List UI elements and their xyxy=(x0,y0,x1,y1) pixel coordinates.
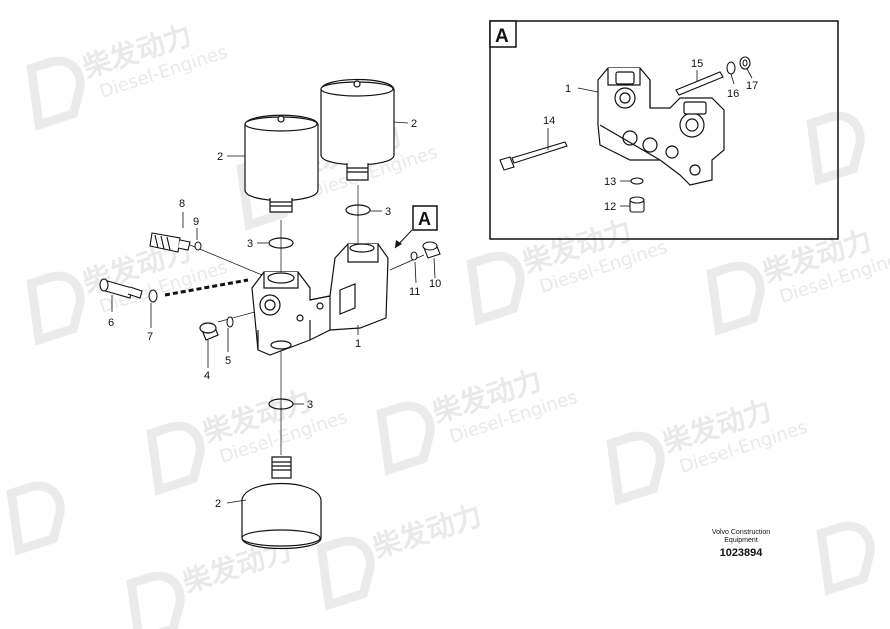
callout-1: 1 xyxy=(355,338,361,350)
washer-9 xyxy=(194,241,202,251)
callout-detail-14: 14 xyxy=(543,115,555,127)
valve-block xyxy=(251,243,389,356)
o-ring-top xyxy=(345,204,371,216)
washer-7 xyxy=(148,289,158,303)
accumulator-bottom xyxy=(241,456,322,550)
detail-washer xyxy=(726,61,736,75)
callout-2-bottom: 2 xyxy=(215,498,221,510)
detail-frame xyxy=(489,20,839,240)
callout-detail-1: 1 xyxy=(565,83,571,95)
watermark-logo xyxy=(806,111,865,186)
accumulator-top-left xyxy=(244,114,319,213)
callout-10: 10 xyxy=(429,278,441,290)
watermark-logo: 柴发动力 Diesel-Engines xyxy=(26,18,230,131)
callout-detail-13: 13 xyxy=(604,176,616,188)
watermark-logo: 柴发动力 Diesel-Engines xyxy=(376,363,580,476)
detail-leaders xyxy=(547,68,753,207)
detail-label-box xyxy=(489,20,517,48)
port-plug xyxy=(199,322,219,341)
detail-pin xyxy=(675,71,724,96)
callout-11: 11 xyxy=(409,286,420,298)
watermark-logo xyxy=(6,481,65,556)
brand-line-2: Equipment xyxy=(724,537,758,544)
watermark-logo: 柴发动力 xyxy=(316,498,486,611)
callout-2-top-right: 2 xyxy=(411,118,417,130)
pressure-sensor xyxy=(99,278,143,299)
detail-bolt xyxy=(499,141,568,171)
detail-washer-13 xyxy=(630,177,644,185)
main-view: A 2 2 2 3 3 3 1 8 9 6 7 xyxy=(99,78,441,550)
washer-5 xyxy=(226,316,234,328)
watermark-logo: 柴发动力 Diesel-Engines xyxy=(706,223,890,336)
brand-line-1: Volvo Construction xyxy=(712,529,770,536)
view-label: A xyxy=(418,209,431,229)
watermark-logo: 柴发动力 Diesel-Engines xyxy=(146,383,350,496)
callout-5: 5 xyxy=(225,355,231,367)
watermark-logo xyxy=(816,521,875,596)
detail-nut xyxy=(739,56,751,70)
o-ring-left xyxy=(268,237,294,249)
callout-3-left: 3 xyxy=(247,238,253,250)
watermark-cn: 柴发动力 xyxy=(369,498,486,564)
sensor-cable xyxy=(164,278,249,297)
detail-valve-block xyxy=(597,67,725,186)
callout-7: 7 xyxy=(147,331,153,343)
temperature-sensor xyxy=(149,232,191,253)
callout-8: 8 xyxy=(179,198,185,210)
callout-4: 4 xyxy=(204,370,210,382)
accumulator-top-right xyxy=(320,78,395,181)
callout-detail-12: 12 xyxy=(604,201,616,213)
callout-detail-17: 17 xyxy=(746,80,758,92)
footer: Volvo Construction Equipment 1023894 xyxy=(712,529,770,559)
callout-3-bottom: 3 xyxy=(307,399,313,411)
callout-9: 9 xyxy=(193,216,199,228)
callout-detail-16: 16 xyxy=(727,88,739,100)
plug-10 xyxy=(422,241,441,259)
drawing-number: 1023894 xyxy=(720,547,764,559)
callout-6: 6 xyxy=(108,317,114,329)
detail-view-a: A xyxy=(489,20,839,240)
callout-3-top: 3 xyxy=(385,206,391,218)
callout-2-top-left: 2 xyxy=(217,151,223,163)
washer-11 xyxy=(410,251,418,261)
watermark-logo: 柴发动力 Diesel-Engines xyxy=(466,213,670,326)
callout-detail-15: 15 xyxy=(691,58,703,70)
view-label-box xyxy=(412,205,438,231)
main-leaders xyxy=(111,121,436,504)
detail-label: A xyxy=(495,26,509,47)
watermark-logo: 柴发动力 Diesel-Engines xyxy=(606,393,810,506)
detail-plug xyxy=(629,196,645,213)
